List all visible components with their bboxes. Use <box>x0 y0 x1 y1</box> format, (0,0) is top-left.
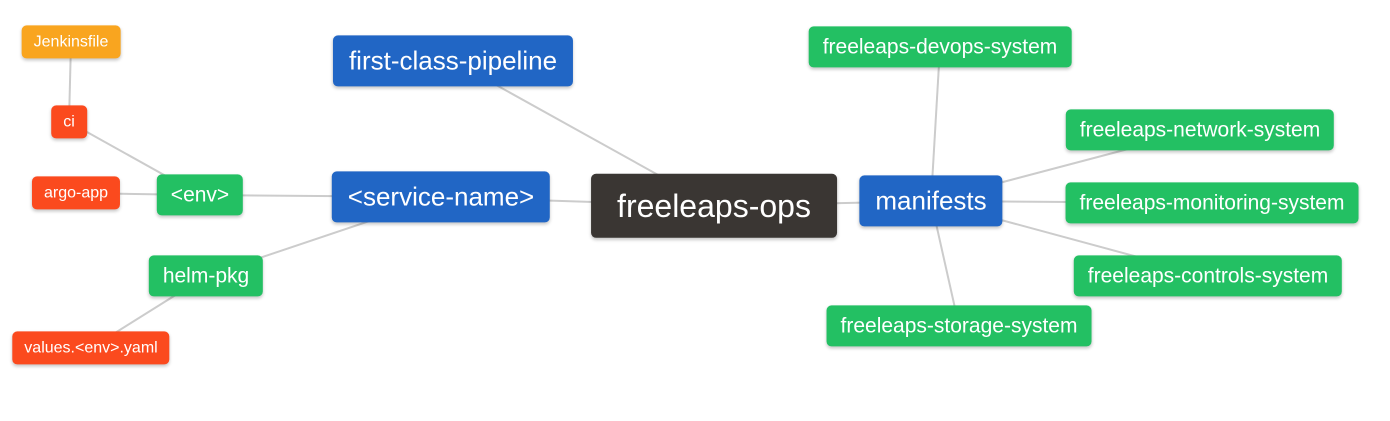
node-devops-system[interactable]: freeleaps-devops-system <box>808 26 1072 68</box>
edge-manifests-devops-system <box>930 46 941 202</box>
node-jenkinsfile[interactable]: Jenkinsfile <box>21 25 121 59</box>
node-service-name[interactable]: <service-name> <box>331 171 551 223</box>
node-ci[interactable]: ci <box>51 105 87 139</box>
node-argo-app[interactable]: argo-app <box>31 176 121 210</box>
node-first-class-pipeline[interactable]: first-class-pipeline <box>332 35 574 87</box>
node-monitoring-system[interactable]: freeleaps-monitoring-system <box>1065 182 1359 224</box>
node-freeleaps-ops[interactable]: freeleaps-ops <box>591 173 837 239</box>
node-helm-pkg[interactable]: helm-pkg <box>148 255 264 297</box>
node-controls-system[interactable]: freeleaps-controls-system <box>1073 255 1343 297</box>
node-storage-system[interactable]: freeleaps-storage-system <box>826 305 1092 347</box>
node-values-env-yaml[interactable]: values.<env>.yaml <box>12 331 170 365</box>
node-env[interactable]: <env> <box>156 174 244 216</box>
node-network-system[interactable]: freeleaps-network-system <box>1065 109 1335 151</box>
node-manifests[interactable]: manifests <box>859 175 1003 227</box>
